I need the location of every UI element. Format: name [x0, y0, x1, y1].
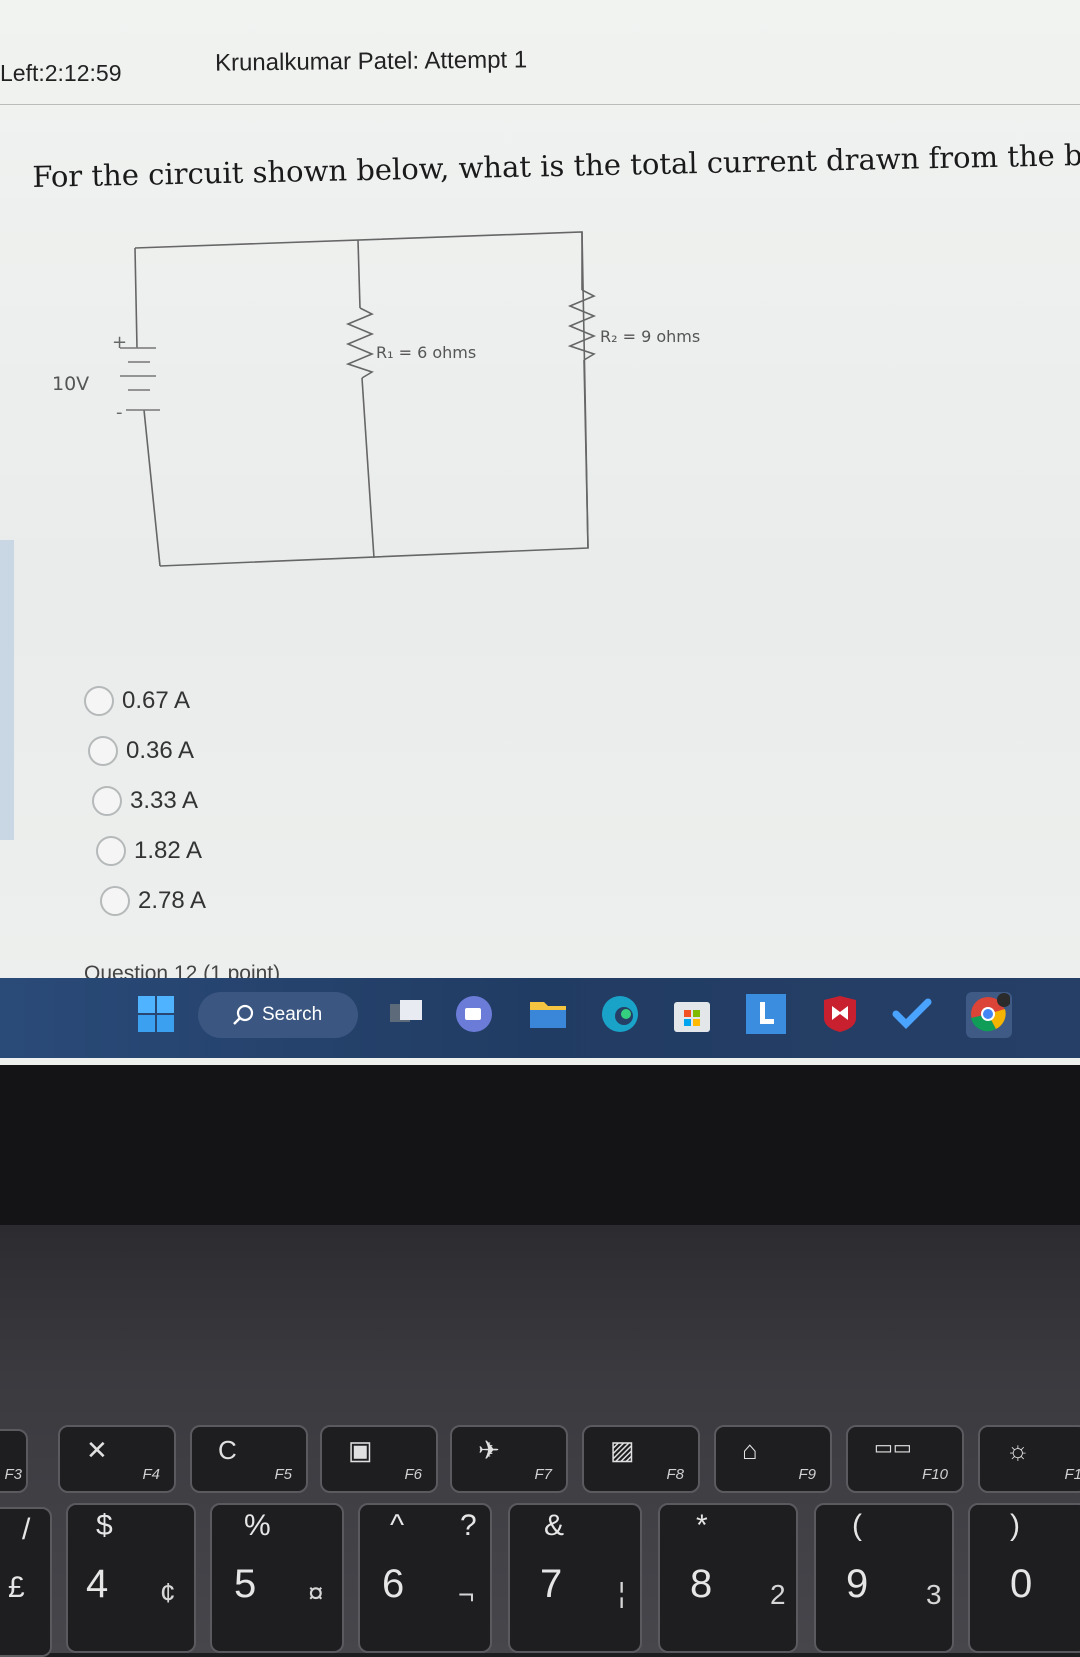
screen: Left:2:12:59 Krunalkumar Patel: Attempt …: [0, 0, 1080, 1065]
left-accent-bar: [0, 540, 14, 840]
l-app-icon[interactable]: [744, 992, 790, 1038]
option-label: 0.36 A: [126, 737, 195, 764]
chat-icon[interactable]: [452, 992, 498, 1038]
refresh-icon: C: [218, 1435, 237, 1465]
r1-resistor: [345, 307, 375, 379]
windows-taskbar: Search: [0, 978, 1080, 1058]
key-9[interactable]: ( 9 3: [814, 1503, 954, 1653]
option-label: 1.82 A: [134, 837, 203, 864]
radio-button[interactable]: [96, 836, 126, 866]
battery-plus: +: [112, 332, 127, 353]
battery-symbol: [120, 347, 160, 411]
time-left-label: Left:2:12:59: [0, 60, 122, 86]
key-5[interactable]: % 5 ¤: [210, 1503, 344, 1653]
r1-top-wire: [357, 239, 361, 309]
next-question-heading: Question 12 (1 point): [84, 962, 281, 982]
radio-button[interactable]: [88, 736, 118, 766]
answer-option[interactable]: 0.36 A: [88, 726, 206, 776]
key-4[interactable]: $ 4 ¢: [66, 1503, 196, 1653]
answer-option[interactable]: 2.78 A: [100, 876, 206, 926]
lock-icon: ⌂: [742, 1435, 758, 1465]
keyboard-deck: F3 ✕ F4 C F5 ▣ F6 ✈ F7 ▨ F8 ⌂ F9 ▭▭ F10 …: [0, 1225, 1080, 1657]
key-7[interactable]: & 7 ¦: [508, 1503, 642, 1653]
battery-top-wire: [134, 247, 138, 349]
circuit-outer-wire: [134, 231, 589, 567]
airplane-mode-icon: ✈: [478, 1435, 500, 1465]
option-label: 0.67 A: [122, 687, 191, 714]
r1-bottom-wire: [361, 377, 375, 559]
key-f7[interactable]: ✈ F7: [450, 1425, 568, 1493]
r2-resistor: [567, 289, 597, 361]
search-label: Search: [262, 1004, 323, 1025]
mcafee-icon[interactable]: [818, 992, 864, 1038]
option-label: 3.33 A: [130, 787, 199, 814]
task-view-icon[interactable]: [384, 992, 430, 1038]
r1-label: R₁ = 6 ohms: [376, 343, 476, 362]
key-0[interactable]: ) 0: [968, 1503, 1080, 1653]
windows-start-icon[interactable]: [134, 992, 180, 1038]
answer-options: 0.67 A 0.36 A 3.33 A 1.82 A 2.78 A: [84, 676, 206, 926]
key-f11[interactable]: ☼ F1: [978, 1425, 1080, 1493]
r2-label: R₂ = 9 ohms: [600, 327, 700, 346]
laptop-bezel: [0, 1065, 1080, 1225]
quiz-header: Left:2:12:59 Krunalkumar Patel: Attempt …: [0, 0, 1080, 105]
answer-option[interactable]: 3.33 A: [92, 776, 206, 826]
radio-button[interactable]: [92, 786, 122, 816]
key-f5[interactable]: C F5: [190, 1425, 308, 1493]
display-switch-icon: ▭▭: [874, 1437, 912, 1459]
mic-mute-icon: ✕: [86, 1435, 108, 1465]
question-text: For the circuit shown below, what is the…: [32, 135, 1080, 194]
radio-button[interactable]: [100, 886, 130, 916]
attempt-title: Krunalkumar Patel: Attempt 1: [214, 46, 528, 77]
edge-icon[interactable]: [598, 992, 644, 1038]
battery-bottom-wire: [143, 409, 161, 567]
key-8[interactable]: * 8 2: [658, 1503, 798, 1653]
camera-off-icon: ▨: [610, 1435, 635, 1465]
chrome-icon[interactable]: [966, 992, 1012, 1038]
key-f8[interactable]: ▨ F8: [582, 1425, 700, 1493]
file-explorer-icon[interactable]: [526, 992, 572, 1038]
taskbar-search[interactable]: Search: [198, 992, 358, 1038]
answer-option[interactable]: 0.67 A: [84, 676, 206, 726]
key-f9[interactable]: ⌂ F9: [714, 1425, 832, 1493]
key-6[interactable]: ^ 6 ? ¬: [358, 1503, 492, 1653]
key-f3[interactable]: F3: [0, 1429, 28, 1493]
answer-option[interactable]: 1.82 A: [96, 826, 206, 876]
brightness-icon: ☼: [1006, 1435, 1030, 1465]
search-icon: [233, 1004, 254, 1025]
key-f6[interactable]: ▣ F6: [320, 1425, 438, 1493]
camera-shutter-icon: ▣: [348, 1435, 373, 1465]
r2-bottom-wire: [583, 359, 589, 549]
battery-minus: -: [116, 402, 123, 423]
battery-voltage-label: 10V: [52, 373, 89, 395]
key-f10[interactable]: ▭▭ F10: [846, 1425, 964, 1493]
radio-button[interactable]: [84, 686, 114, 716]
option-label: 2.78 A: [138, 887, 207, 914]
todo-check-icon[interactable]: [890, 992, 936, 1038]
microsoft-store-icon[interactable]: [670, 992, 716, 1038]
key-pound[interactable]: / £: [0, 1507, 52, 1657]
key-f4[interactable]: ✕ F4: [58, 1425, 176, 1493]
circuit-diagram: + - 10V R₁ = 6 ohms R₂ = 9 ohms: [52, 231, 700, 567]
